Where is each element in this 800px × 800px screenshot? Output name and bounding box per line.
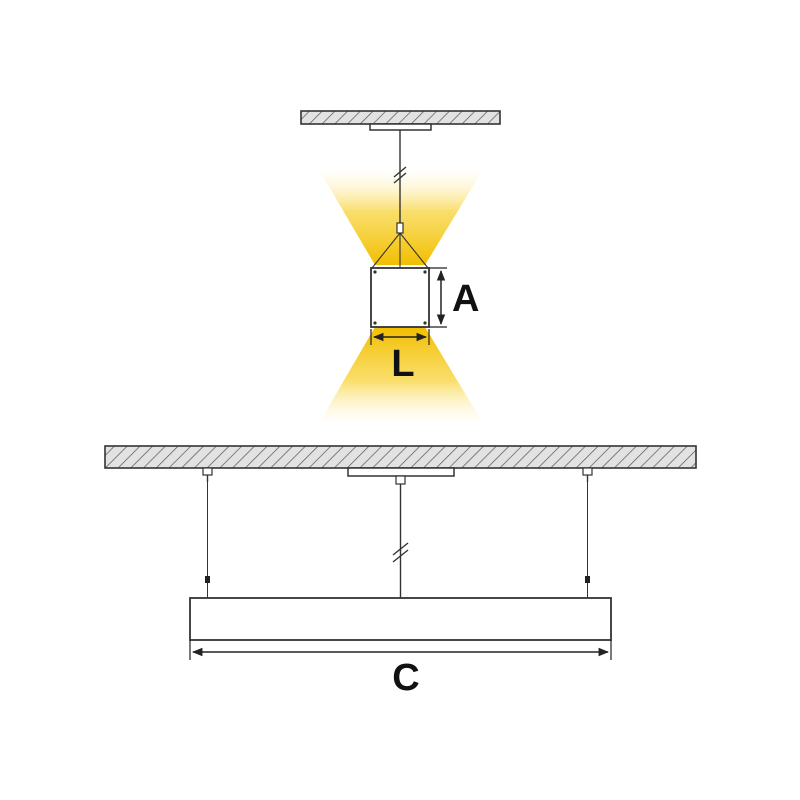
ceiling-slab-large [104, 445, 697, 469]
upward-light-beam [318, 168, 484, 265]
dimension-l-label: L [391, 343, 414, 385]
wire-gripper-right [585, 576, 590, 583]
suspension-wire-right [399, 232, 429, 269]
profile-screw [423, 270, 427, 274]
profile-screw [373, 321, 377, 325]
downward-light-beam [318, 327, 484, 425]
cable-break-mark [393, 166, 407, 178]
cable-entry [395, 475, 406, 485]
ceiling-slab-small [300, 110, 501, 125]
suspension-wire-left [371, 232, 401, 269]
fixture-profile [370, 267, 430, 328]
cable-break-mark-large [392, 542, 409, 556]
profile-screw [423, 321, 427, 325]
ceiling-canopy-large [347, 467, 455, 477]
cable-break-mark [393, 172, 407, 184]
dimension-a-label: A [452, 278, 479, 320]
dimension-c-label: C [392, 657, 419, 699]
cross-section-view: A L [300, 110, 501, 425]
fixture-body-large [189, 597, 612, 641]
wire-gripper-left [205, 576, 210, 583]
cable-connector [396, 222, 404, 234]
side-elevation-view: C [104, 445, 697, 699]
profile-screw [373, 270, 377, 274]
ceiling-anchor-left [202, 467, 213, 476]
cable-break-mark-large [392, 549, 409, 563]
ceiling-canopy-small [369, 123, 432, 131]
ceiling-anchor-right [582, 467, 593, 476]
